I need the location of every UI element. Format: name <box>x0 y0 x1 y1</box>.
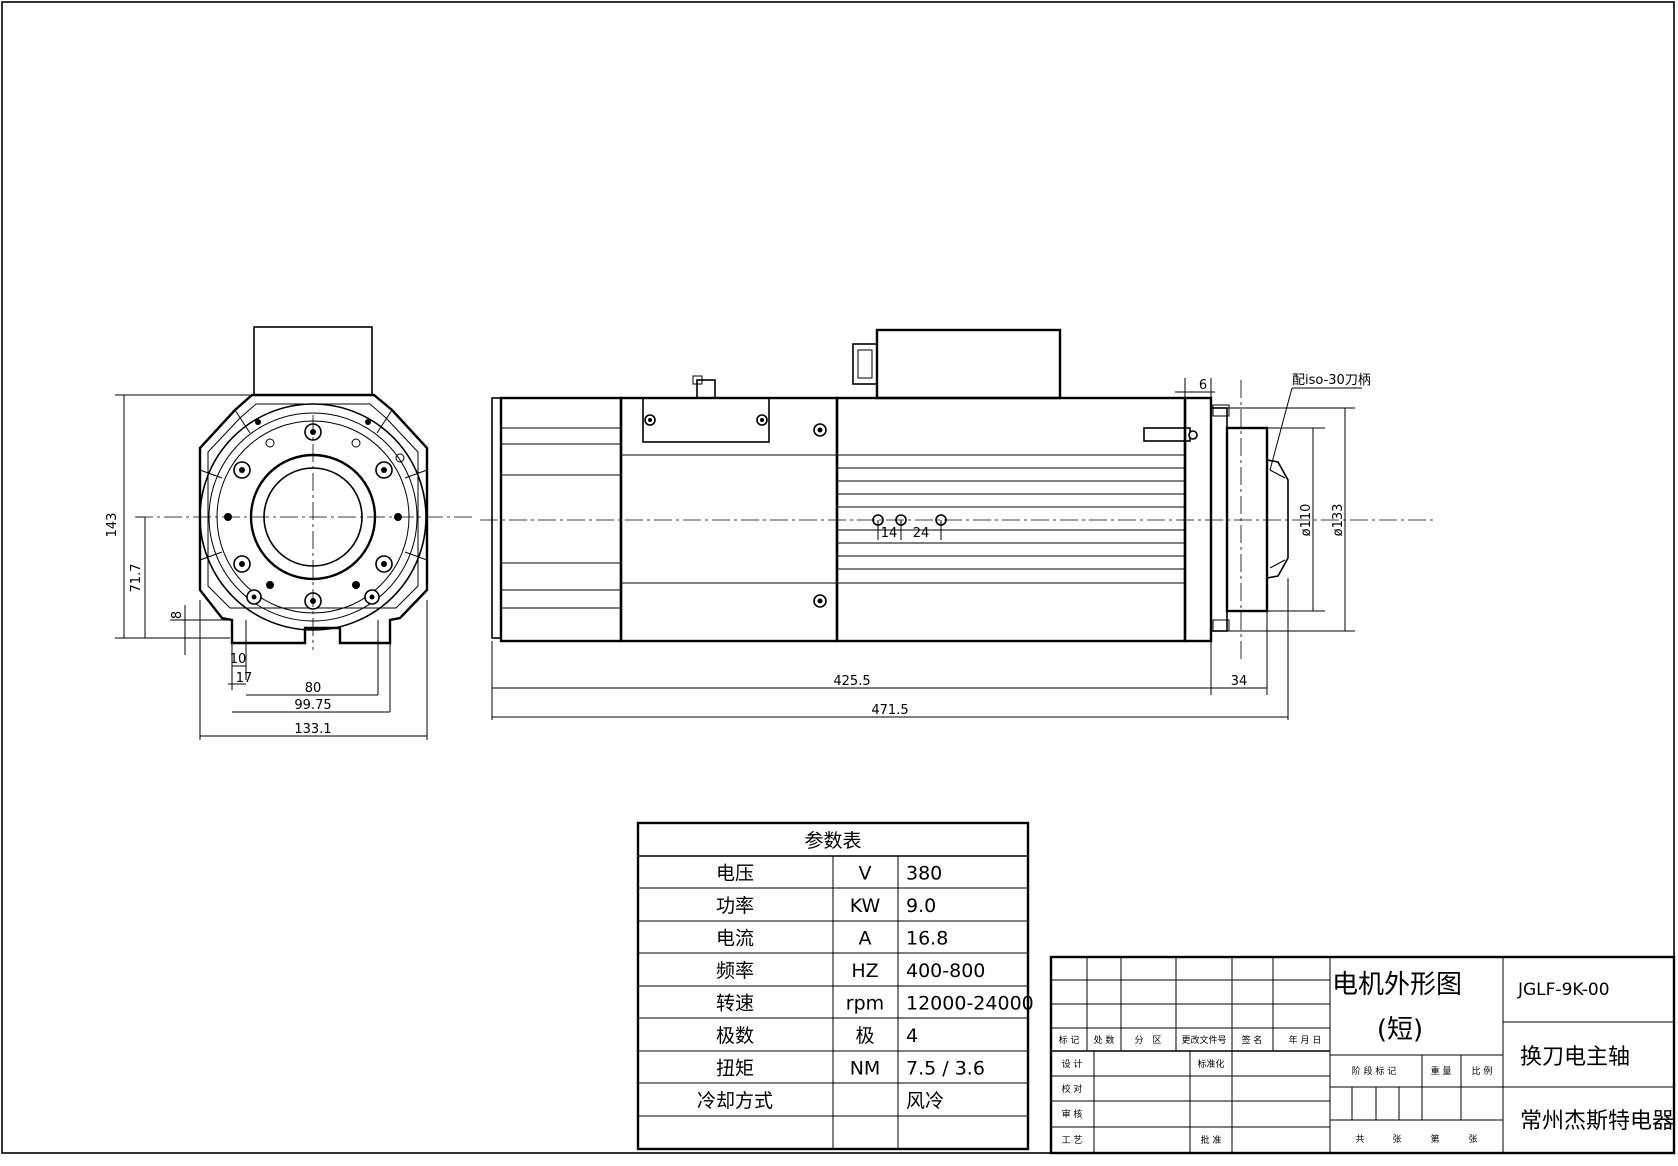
dim-spacing-24: 24 <box>913 526 930 541</box>
rev-header-sign: 签 名 <box>1242 1034 1263 1046</box>
label-design: 设 计 <box>1062 1058 1083 1070</box>
param-value-cell: 12000-24000 <box>906 992 1034 1014</box>
dim-base-height: 8 <box>170 611 185 619</box>
param-name-cell: 电压 <box>716 862 754 884</box>
dim-slot-10: 10 <box>230 652 247 667</box>
param-value-cell: 4 <box>906 1025 918 1047</box>
param-unit-cell: 极 <box>855 1025 874 1047</box>
label-check: 校 对 <box>1062 1083 1083 1095</box>
param-value-cell: 380 <box>906 862 942 884</box>
param-name-cell: 电流 <box>716 927 754 949</box>
parameter-table: 参数表 电压 V 380 功率 KW 9.0 电流 A 16.8 频率 HZ 400-800 转速 rpm… <box>636 821 1034 1151</box>
param-name-cell: 冷却方式 <box>697 1090 773 1112</box>
param-unit-cell: V <box>859 862 872 884</box>
label-stage-mark: 阶 段 标 记 <box>1352 1065 1397 1077</box>
dim-overall-width: 133.1 <box>294 722 331 737</box>
param-unit-cell: NM <box>850 1057 881 1079</box>
label-weight: 重 量 <box>1431 1065 1452 1077</box>
company-name: 常州杰斯特电器 <box>1520 1109 1674 1134</box>
label-sheet-unit: 张 <box>1468 1134 1477 1145</box>
label-total: 共 <box>1355 1134 1364 1145</box>
drawing-title-line2: (短) <box>1377 1015 1423 1045</box>
param-name-cell: 扭矩 <box>716 1057 754 1079</box>
param-value-cell: 7.5 / 3.6 <box>906 1057 985 1079</box>
dim-dia-110: ø110 <box>1299 504 1314 537</box>
rev-header-zone: 分 区 <box>1134 1035 1161 1046</box>
param-table-title: 参数表 <box>804 830 861 852</box>
part-name: 换刀电主轴 <box>1520 1045 1630 1070</box>
param-value-cell: 9.0 <box>906 895 936 917</box>
dim-spacing-14: 14 <box>881 526 898 541</box>
dim-hole-spacing: 80 <box>305 681 322 696</box>
param-unit-cell: rpm <box>846 992 884 1014</box>
dim-flange-6: 6 <box>1199 378 1207 393</box>
label-sheet-no: 第 <box>1430 1133 1439 1145</box>
param-name-cell: 功率 <box>716 895 754 917</box>
param-value-cell: 16.8 <box>906 927 948 949</box>
drawing-title-line1: 电机外形图 <box>1332 970 1462 1000</box>
front-view: 143 71.7 8 10 17 80 99.75 133.1 <box>105 326 472 740</box>
dim-height-total: 143 <box>105 513 120 538</box>
rev-header-docno: 更改文件号 <box>1181 1034 1226 1046</box>
label-scale: 比 例 <box>1472 1065 1493 1077</box>
drawing-number: JGLF-9K-00 <box>1517 980 1610 1000</box>
param-name-cell: 频率 <box>716 960 754 982</box>
label-process: 工 艺 <box>1062 1135 1083 1146</box>
param-unit-cell: A <box>859 927 872 949</box>
param-unit-cell: HZ <box>851 960 878 982</box>
param-value-cell: 400-800 <box>906 960 985 982</box>
label-approve: 批 准 <box>1201 1134 1222 1146</box>
label-sheets: 张 <box>1392 1134 1401 1145</box>
rev-header-date: 年 月 日 <box>1289 1034 1322 1046</box>
rev-header-count: 处 数 <box>1094 1034 1115 1046</box>
dim-mount-width: 99.75 <box>294 698 331 713</box>
tool-holder-callout: 配iso-30刀柄 <box>1292 373 1371 388</box>
side-view: 14 24 6 配iso-30刀柄 ø110 ø133 425.5 34 471… <box>480 328 1437 720</box>
dim-center-height: 71.7 <box>129 564 144 593</box>
param-name-cell: 转速 <box>716 992 754 1014</box>
dim-slot-17: 17 <box>236 671 253 686</box>
dim-nose-length: 34 <box>1231 674 1248 689</box>
title-block: 标 记 处 数 分 区 更改文件号 签 名 年 月 日 设 计 标准化 校 对 … <box>1049 955 1676 1155</box>
param-unit-cell: KW <box>850 895 881 917</box>
dim-body-length: 425.5 <box>833 674 870 689</box>
dim-overall-length: 471.5 <box>871 703 908 718</box>
rev-header-mark: 标 记 <box>1059 1034 1080 1046</box>
param-value-cell: 风冷 <box>906 1090 944 1112</box>
dim-dia-133: ø133 <box>1331 504 1346 537</box>
label-standardize: 标准化 <box>1197 1058 1224 1070</box>
param-name-cell: 极数 <box>716 1025 754 1047</box>
param-rows: 电压 V 380 功率 KW 9.0 电流 A 16.8 频率 HZ 400-800 转速 rpm 1200… <box>697 862 1034 1112</box>
label-review: 审 核 <box>1062 1108 1083 1120</box>
